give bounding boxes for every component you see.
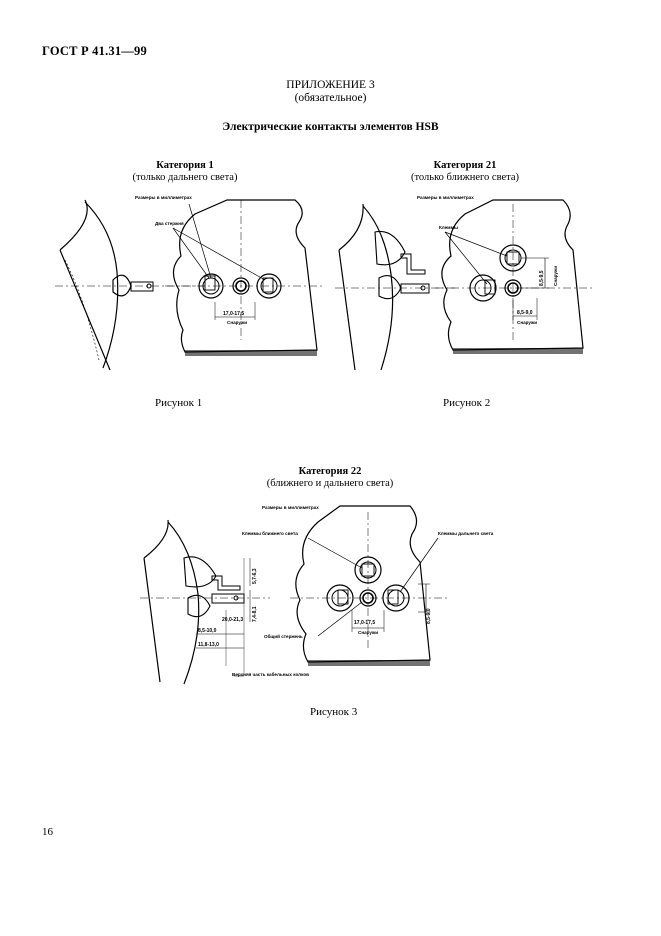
figure-2-dim-a: 8,5-9,5 bbox=[539, 270, 545, 286]
figure-3-low-beam-label: Клеммы ближнего света bbox=[242, 530, 298, 536]
figure-3-dims-note: Размеры в миллиметрах bbox=[262, 505, 319, 510]
figure-3-ref-note: Верхняя часть кабельных колков bbox=[232, 671, 309, 677]
figure-1-category-note: (только дальнего света) bbox=[132, 172, 238, 183]
figure-3-dim-b: 8,5-9,0 bbox=[426, 608, 432, 624]
standard-header: ГОСТ Р 41.31—99 bbox=[42, 44, 147, 58]
figure-2-dim-b-note: Снаружи bbox=[517, 320, 537, 325]
figure-2-heading: Категория 21 (только ближнего света) bbox=[395, 160, 535, 184]
figure-1-contacts-label: Два стержня bbox=[155, 221, 184, 226]
figure-1-dims-note: Размеры в миллиметрах bbox=[135, 195, 192, 200]
appendix-title: ПРИЛОЖЕНИЕ 3 bbox=[286, 79, 375, 91]
figure-3-dim-d: 7,4-8,1 bbox=[252, 606, 258, 622]
figure-3-drawing: Размеры в миллиметрах Клеммы ближнего св… bbox=[140, 505, 494, 685]
appendix-subtitle: (обязательное) bbox=[294, 92, 367, 104]
figure-2-dims-note: Размеры в миллиметрах bbox=[417, 195, 474, 200]
figure-3-heading: Категория 22 (ближнего и дальнего света) bbox=[230, 466, 430, 490]
figure-2-dim-a-note: Снаружи bbox=[553, 266, 558, 286]
figure-1-drawing: Размеры в миллиметрах Два стержня 17,0-1… bbox=[55, 195, 325, 371]
section-title: Электрические контакты элементов HSB bbox=[222, 121, 439, 133]
figure-1-dim-a: 17,0-17,5 bbox=[223, 311, 244, 317]
figure-3-caption: Рисунок 3 bbox=[310, 706, 358, 718]
figure-3-dim-a: 17,0-17,5 bbox=[354, 620, 375, 626]
figure-3-dim-g: 11,8-13,0 bbox=[198, 642, 219, 648]
figure-1-caption: Рисунок 1 bbox=[155, 397, 203, 409]
figure-3-common-label: Общий стержень bbox=[264, 633, 303, 639]
figure-2-caption: Рисунок 2 bbox=[443, 397, 491, 409]
figure-2-category: Категория 21 bbox=[433, 160, 497, 171]
figure-3-dim-f: 8,5-10,0 bbox=[198, 628, 217, 634]
figure-1-heading: Категория 1 (только дальнего света) bbox=[115, 160, 255, 184]
figure-3-dim-c: 5,7-6,3 bbox=[252, 568, 258, 584]
figure-3-dim-e: 20,0-21,3 bbox=[222, 617, 243, 623]
figure-3-high-beam-label: Клеммы дальнего света bbox=[438, 531, 494, 536]
figure-1-category: Категория 1 bbox=[156, 160, 214, 171]
figure-2-contacts-label: Клеммы bbox=[439, 225, 458, 230]
figure-3-category: Категория 22 bbox=[298, 466, 362, 477]
figure-3-category-note: (ближнего и дальнего света) bbox=[266, 478, 394, 489]
page-number: 16 bbox=[42, 826, 53, 838]
appendix-heading: ПРИЛОЖЕНИЕ 3 (обязательное) bbox=[0, 79, 661, 105]
figure-1-dim-a-note: Снаружи bbox=[227, 320, 247, 325]
figure-2-dim-b: 8,5-9,0 bbox=[517, 310, 533, 316]
figure-2-category-note: (только ближнего света) bbox=[410, 172, 519, 183]
figure-3-dim-a-note: Снаружи bbox=[358, 630, 378, 635]
figure-2-drawing: Размеры в миллиметрах Клеммы 8,5-9,5 Сна… bbox=[335, 195, 595, 371]
